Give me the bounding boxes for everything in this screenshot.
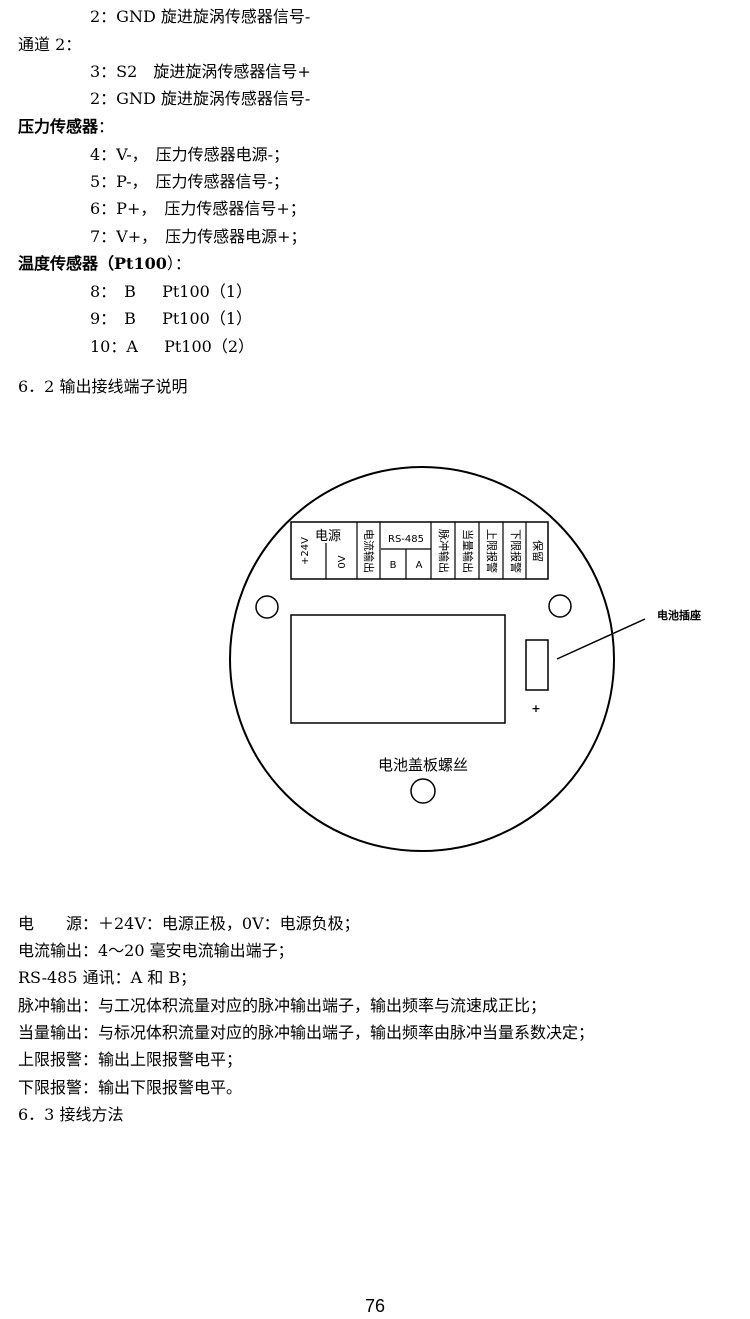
- right-mount-hole: [548, 594, 572, 618]
- temperature-line-9: 9： B Pt100（1）: [90, 309, 253, 328]
- page-number: 76: [364, 1296, 386, 1316]
- pressure-heading-text: 压力传感器: [18, 117, 99, 136]
- desc-pulse-output: 脉冲输出：与工况体积流量对应的脉冲输出端子，输出频率与流速成正比；: [18, 996, 547, 1015]
- temperature-heading-a: 温度传感器（: [18, 254, 115, 273]
- temperature-heading-b: Pt100: [114, 254, 167, 273]
- pressure-line-7: 7：V+， 压力传感器电源+；: [90, 227, 307, 246]
- terminal-block: [290, 521, 549, 580]
- zero-v-label: 0V: [337, 555, 348, 568]
- lower-alarm-label: 下限报警: [509, 529, 523, 573]
- reserved-label: 保留: [531, 540, 545, 562]
- pressure-heading: 压力传感器：: [18, 116, 114, 138]
- channel2-heading: 通道 2：: [18, 35, 82, 54]
- display-window: [290, 614, 506, 724]
- rs485-b-label: B: [390, 560, 397, 571]
- temperature-heading: 温度传感器（Pt100）：: [18, 253, 191, 275]
- housing-circle: [229, 466, 615, 852]
- section-6-3-heading: 6．3 接线方法: [18, 1105, 124, 1124]
- cover-screw-label: 电池盖板螺丝: [378, 756, 468, 774]
- temperature-line-8: 8： B Pt100（1）: [90, 282, 253, 301]
- pulse-output-label: 脉冲输出: [437, 529, 451, 573]
- pressure-line-4: 4：V-， 压力传感器电源-；: [90, 145, 290, 164]
- pressure-line-6: 6：P+， 压力传感器信号+；: [90, 199, 306, 218]
- power-label: 电源: [315, 529, 341, 544]
- left-mount-hole: [255, 595, 279, 619]
- channel2-s2-line: 3：S2 旋进旋涡传感器信号+: [90, 62, 311, 81]
- pressure-line-5: 5：P-， 压力传感器信号-；: [90, 172, 289, 191]
- desc-rs485: RS-485 通讯：A 和 B；: [18, 968, 197, 987]
- cover-screw-hole: [410, 778, 436, 804]
- terminal-diagram: 电源 +24V 0V 电流输出 RS-485 B A 脉冲输出 当量输出 上限报…: [229, 466, 701, 852]
- upper-alarm-label: 上限报警: [485, 529, 499, 573]
- battery-socket-label: 电池插座: [657, 608, 701, 622]
- desc-power: 电 源：＋24V：电源正极，0V：电源负极；: [18, 914, 360, 933]
- battery-plus-label: +: [531, 702, 540, 715]
- temperature-line-10: 10：A Pt100（2）: [90, 337, 255, 356]
- section-6-2-heading: 6．2 输出接线端子说明: [18, 377, 188, 396]
- channel2-gnd-line: 2：GND 旋进旋涡传感器信号-: [90, 89, 311, 108]
- channel1-gnd-line: 2：GND 旋进旋涡传感器信号-: [90, 7, 311, 26]
- plus24v-label: +24V: [300, 537, 311, 565]
- equiv-output-label: 当量输出: [461, 529, 475, 573]
- current-output-label: 电流输出: [362, 529, 376, 573]
- pressure-heading-colon: ：: [98, 117, 115, 136]
- desc-lower-alarm: 下限报警：输出下限报警电平。: [18, 1078, 243, 1097]
- desc-equiv-output: 当量输出：与标况体积流量对应的脉冲输出端子，输出频率由脉冲当量系数决定；: [18, 1023, 595, 1042]
- battery-socket-pointer: [556, 618, 646, 660]
- temperature-heading-c: ）：: [166, 254, 191, 273]
- battery-socket: [525, 639, 549, 691]
- rs485-label: RS-485: [388, 534, 424, 545]
- rs485-a-label: A: [416, 560, 423, 571]
- desc-upper-alarm: 上限报警：输出上限报警电平；: [18, 1050, 243, 1069]
- desc-current-output: 电流输出：4～20 毫安电流输出端子；: [18, 941, 294, 960]
